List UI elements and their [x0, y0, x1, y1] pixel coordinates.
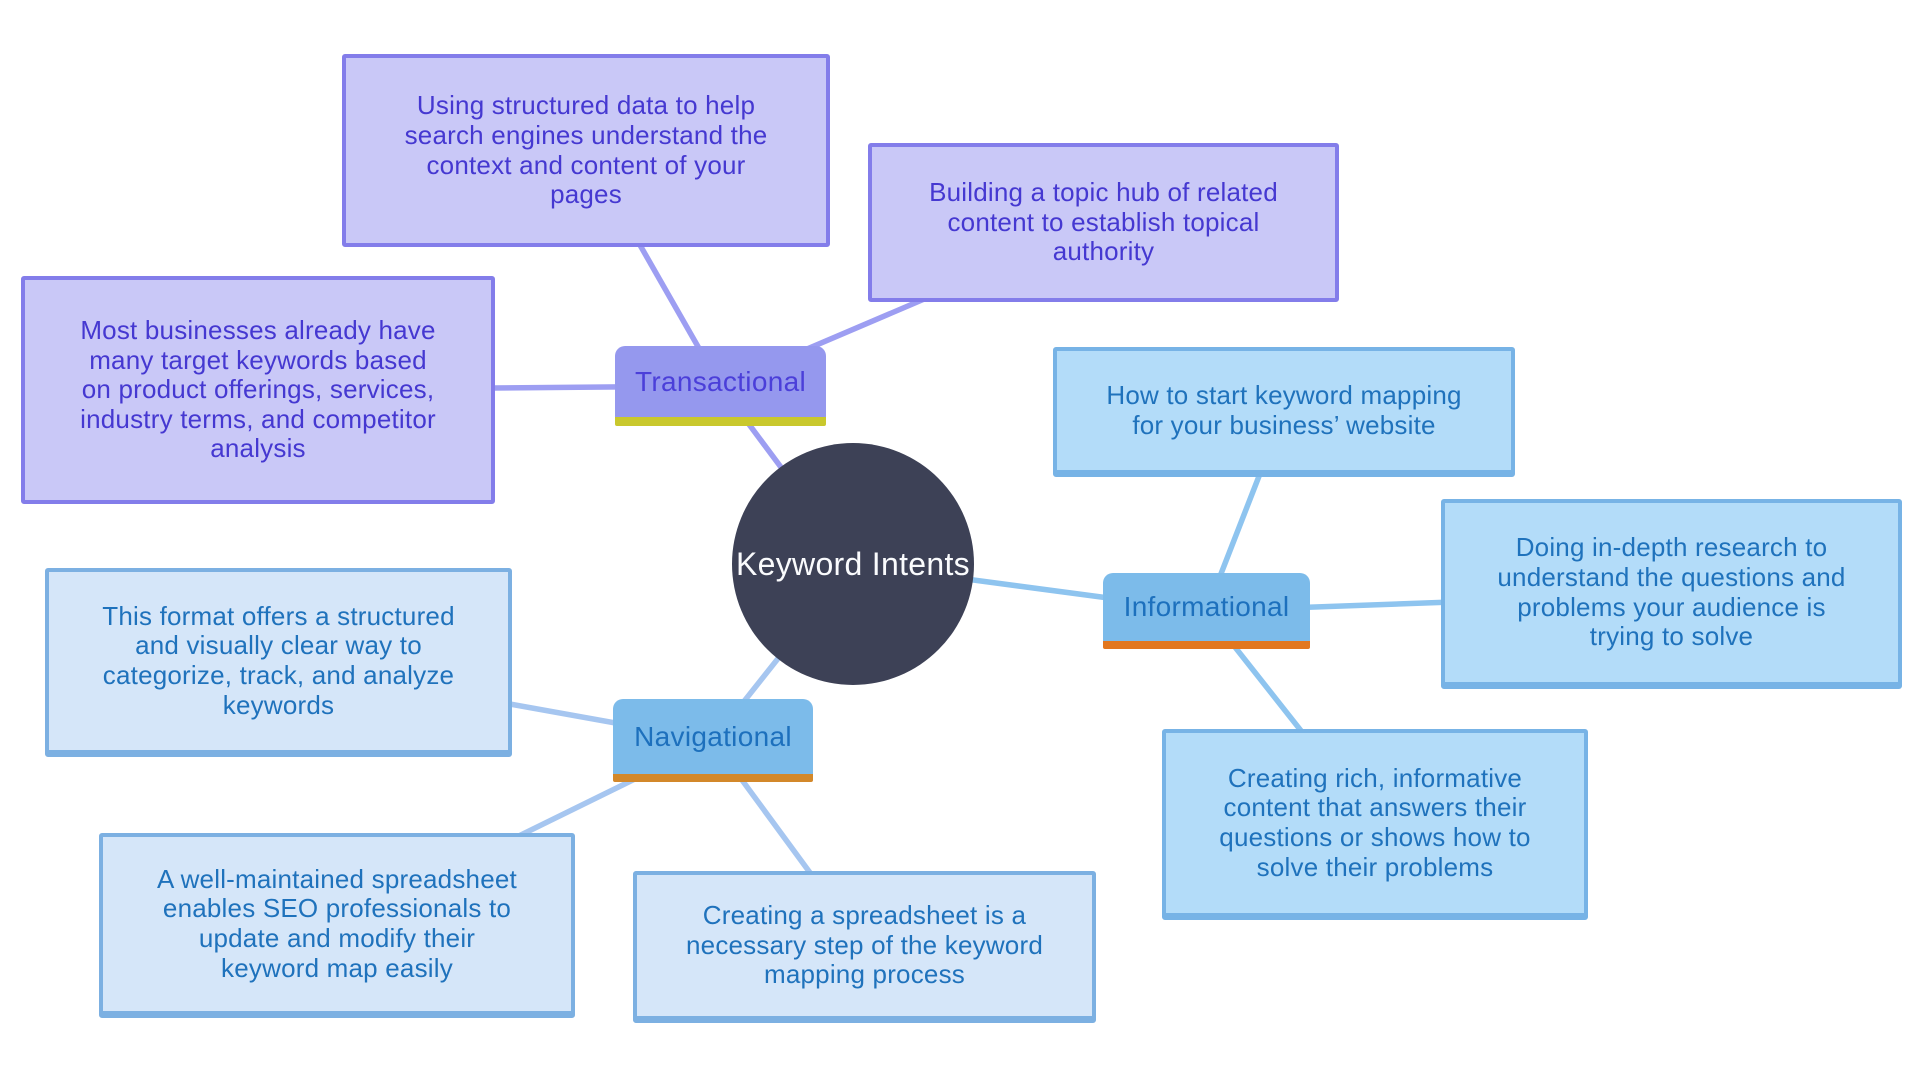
leaf-box-text: Doing in-depth research to understand th…	[1497, 532, 1846, 652]
leaf-box-how-to-start[interactable]: How to start keyword mapping for your bu…	[1053, 347, 1515, 477]
leaf-box-text: Most businesses already have many target…	[80, 314, 436, 464]
leaf-box-text: Creating rich, informative content that …	[1219, 762, 1531, 882]
leaf-box-this-format-offers[interactable]: This format offers a structured and visu…	[45, 568, 512, 757]
leaf-box-text: Building a topic hub of related content …	[929, 177, 1278, 267]
leaf-box-most-businesses[interactable]: Most businesses already have many target…	[21, 276, 495, 504]
leaf-box-text: Creating a spreadsheet is a necessary st…	[686, 900, 1043, 990]
leaf-box-text: This format offers a structured and visu…	[102, 600, 455, 720]
branch-underline	[613, 774, 813, 782]
branch-node-informational[interactable]: Informational	[1103, 573, 1310, 649]
leaf-box-doing-in-depth-research[interactable]: Doing in-depth research to understand th…	[1441, 499, 1902, 689]
leaf-box-creating-rich-content[interactable]: Creating rich, informative content that …	[1162, 729, 1588, 920]
branch-underline	[615, 417, 826, 426]
branch-node-label: Transactional	[635, 365, 806, 397]
leaf-box-text: A well-maintained spreadsheet enables SE…	[157, 863, 517, 983]
central-node-keyword-intents[interactable]: Keyword Intents	[732, 443, 974, 685]
branch-node-label: Navigational	[634, 720, 792, 752]
branch-node-transactional[interactable]: Transactional	[615, 346, 826, 426]
branch-underline	[1103, 641, 1310, 649]
central-node-label: Keyword Intents	[736, 545, 970, 582]
branch-node-label: Informational	[1123, 591, 1290, 622]
leaf-box-building-topic-hub[interactable]: Building a topic hub of related content …	[868, 143, 1339, 302]
leaf-box-text: How to start keyword mapping for your bu…	[1106, 379, 1462, 440]
leaf-box-using-structured-data[interactable]: Using structured data to help search eng…	[342, 54, 830, 247]
leaf-box-text: Using structured data to help search eng…	[404, 90, 768, 210]
leaf-box-well-maintained-spreadsheet[interactable]: A well-maintained spreadsheet enables SE…	[99, 833, 575, 1018]
branch-node-navigational[interactable]: Navigational	[613, 699, 813, 782]
leaf-box-creating-a-spreadsheet[interactable]: Creating a spreadsheet is a necessary st…	[633, 871, 1096, 1023]
